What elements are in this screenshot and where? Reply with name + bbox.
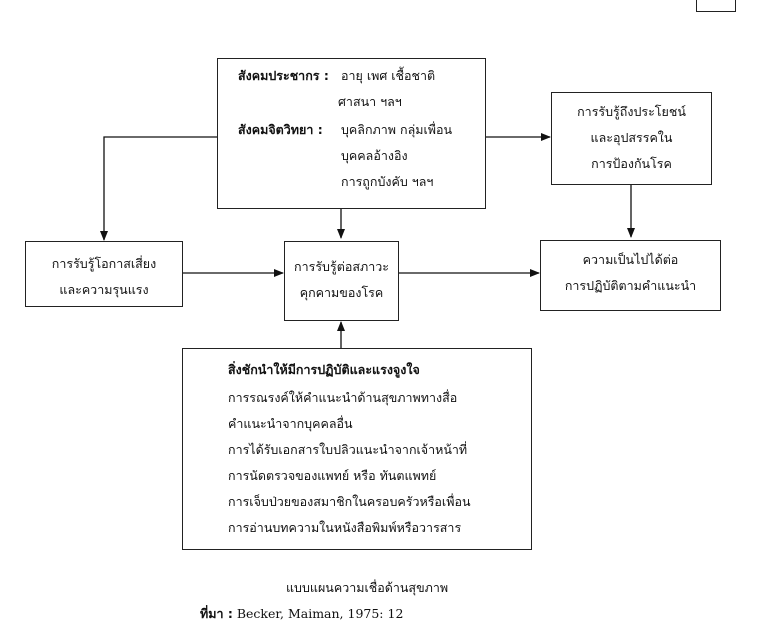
figure-caption: แบบแผนความเชื่อด้านสุขภาพ xyxy=(286,580,449,595)
source-text: Becker, Maiman, 1975: 12 xyxy=(236,606,404,621)
sociopsych-line1: บุคลิกภาพ กลุ่มเพื่อน xyxy=(341,122,453,137)
cues-to-action-box: สิ่งชักนำให้มีการปฏิบัติและแรงจูงใจ การร… xyxy=(182,348,532,550)
cues-item: การรณรงค์ให้คำแนะนำด้านสุขภาพทางสื่อ xyxy=(228,390,458,405)
threat-line2: คุกคามของโรค xyxy=(299,285,384,300)
cues-item: การนัดตรวจของแพทย์ หรือ ทันตแพทย์ xyxy=(228,468,437,483)
sociopsych-line2: บุคคลอ้างอิง xyxy=(341,148,408,163)
likelihood-line1: ความเป็นไปได้ต่อ xyxy=(582,252,679,267)
demographic-label: สังคมประชากร : xyxy=(238,68,329,83)
cues-item: การอ่านบทความในหนังสือพิมพ์หรือวารสาร xyxy=(228,520,462,535)
susceptibility-line2: และความรุนแรง xyxy=(59,282,149,297)
perceived-benefits-box: การรับรู้ถึงประโยชน์ และอุปสรรคใน การป้อ… xyxy=(551,92,712,185)
susceptibility-line1: การรับรู้โอกาสเสี่ยง xyxy=(51,256,157,271)
modifying-factors-box: สังคมประชากร : อายุ เพศ เชื้อชาติ ศาสนา … xyxy=(217,58,486,209)
sociopsych-label: สังคมจิตวิทยา : xyxy=(238,122,323,137)
sociopsych-line3: การถูกบังคับ ฯลฯ xyxy=(341,174,434,189)
benefits-line2: และอุปสรรคใน xyxy=(590,130,673,145)
figure-source: ที่มา : Becker, Maiman, 1975: 12 xyxy=(200,604,403,624)
perceived-threat-box: การรับรู้ต่อสภาวะ คุกคามของโรค xyxy=(284,241,399,321)
demographic-line1: อายุ เพศ เชื้อชาติ xyxy=(341,68,436,83)
corner-box xyxy=(696,0,736,12)
benefits-line3: การป้องกันโรค xyxy=(591,156,672,171)
demographic-line2: ศาสนา ฯลฯ xyxy=(338,94,402,109)
cues-title: สิ่งชักนำให้มีการปฏิบัติและแรงจูงใจ xyxy=(228,362,420,377)
arrow-factors-to-susceptibility xyxy=(100,136,217,241)
cues-item: คำแนะนำจากบุคคลอื่น xyxy=(228,416,353,431)
likelihood-box: ความเป็นไปได้ต่อ การปฏิบัติตามคำแนะนำ xyxy=(540,240,721,311)
likelihood-line2: การปฏิบัติตามคำแนะนำ xyxy=(564,278,697,293)
cues-item: การเจ็บป่วยของสมาชิกในครอบครัวหรือเพื่อน xyxy=(228,494,471,509)
threat-line1: การรับรู้ต่อสภาวะ xyxy=(294,259,389,274)
cues-item: การได้รับเอกสารใบปลิวแนะนำจากเจ้าหน้าที่ xyxy=(228,442,468,457)
perceived-susceptibility-box: การรับรู้โอกาสเสี่ยง และความรุนแรง xyxy=(25,241,183,307)
source-label: ที่มา : xyxy=(200,606,233,621)
benefits-line1: การรับรู้ถึงประโยชน์ xyxy=(577,104,686,119)
